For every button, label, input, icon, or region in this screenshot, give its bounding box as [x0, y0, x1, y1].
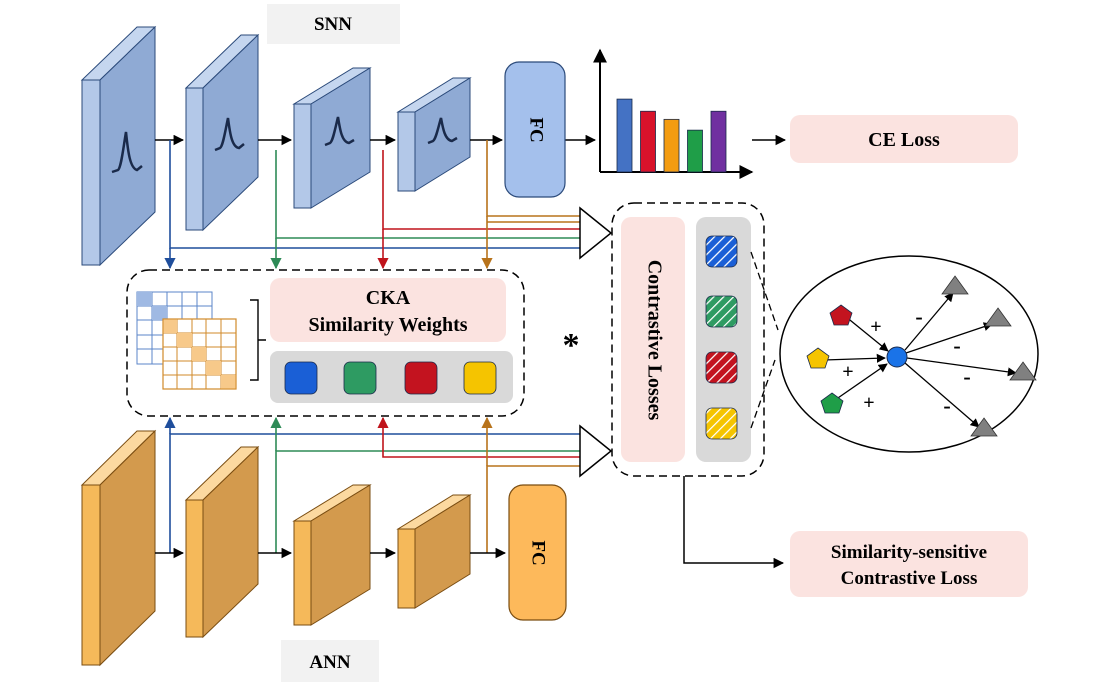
similarity-matrix-icon: [136, 291, 237, 390]
weight-swatch-green: [343, 361, 377, 395]
snn-block-1: [80, 25, 157, 267]
negative-point: [984, 307, 1012, 327]
ann-title: ANN: [281, 640, 379, 682]
loss-swatch-yellow: [705, 407, 738, 440]
chart-bar: [640, 110, 656, 173]
loss-swatch-blue: [705, 235, 738, 268]
snn-block-2: [184, 33, 260, 232]
ce-loss-label: CE Loss: [868, 129, 940, 151]
plus-sign: +: [863, 392, 874, 414]
chart-bar: [663, 118, 680, 173]
chart-bar: [710, 110, 727, 173]
cka-title-box: [270, 278, 506, 342]
ann-block-2: [184, 445, 260, 639]
weight-swatch-blue: [284, 361, 318, 395]
ann-feature-taps: [164, 416, 580, 553]
positive-point-yellow: [806, 347, 830, 369]
snn-fc-box: FC: [504, 61, 566, 198]
anchor-point: [886, 346, 908, 368]
similarity-sensitive-loss-box: Similarity-sensitive Contrastive Loss: [790, 531, 1028, 597]
ann-title-text: ANN: [309, 652, 350, 673]
plus-sign: +: [842, 361, 853, 383]
spike-icon: [214, 117, 245, 152]
positive-point-red: [829, 304, 853, 326]
contrastive-space-ellipse: + + + - - - -: [779, 255, 1039, 453]
loss-swatch-red: [705, 351, 738, 384]
snn-merge-arrowhead: [579, 206, 613, 260]
contrastive-losses-panel: Contrastive Losses: [611, 202, 765, 477]
weight-swatch-red: [404, 361, 438, 395]
plus-sign: +: [870, 316, 881, 338]
ann-block-4: [396, 494, 472, 609]
ann-tap-3: [382, 440, 580, 458]
cka-panel: CKA Similarity Weights: [126, 269, 525, 417]
spike-icon: [427, 117, 458, 145]
ssc-loss-line1: Similarity-sensitive: [831, 542, 987, 563]
weight-swatch-yellow: [463, 361, 497, 395]
zoom-connectors: [750, 251, 779, 429]
loss-swatch-panel: [696, 217, 751, 462]
loss-swatch-green: [705, 295, 738, 328]
ann-fc-label: FC: [528, 540, 549, 565]
negative-point: [941, 275, 969, 295]
negative-point: [1009, 361, 1037, 381]
ann-fc-box: FC: [508, 484, 567, 621]
ce-loss-box: CE Loss: [790, 115, 1018, 163]
matrix-bracket: [250, 299, 266, 381]
negative-point: [970, 417, 998, 437]
minus-sign: -: [953, 333, 960, 358]
cka-title-line1: CKA: [366, 287, 411, 309]
output-arrow: [683, 476, 785, 569]
weights-panel: [270, 351, 513, 403]
cka-title-line2: Similarity Weights: [308, 314, 467, 336]
ann-block-3: [292, 484, 372, 626]
spike-icon: [324, 116, 355, 147]
ssc-loss-line2: Contrastive Loss: [841, 568, 978, 589]
contrastive-losses-label: Contrastive Losses: [643, 260, 665, 421]
ann-block-1: [80, 429, 157, 667]
contrastive-losses-label-box: [621, 217, 685, 462]
snn-block-3: [292, 67, 372, 209]
snn-fc-label: FC: [526, 117, 547, 142]
chart-bar: [687, 129, 703, 173]
multiply-star: *: [563, 327, 580, 364]
snn-title-text: SNN: [314, 14, 352, 35]
snn-feature-taps: [164, 140, 580, 270]
positive-point-green: [820, 392, 844, 414]
minus-sign: -: [943, 393, 950, 418]
ann-merge-arrowhead: [579, 424, 613, 478]
spike-icon: [111, 131, 143, 174]
minus-sign: -: [963, 364, 970, 389]
minus-sign: -: [915, 304, 922, 329]
snn-block-4: [396, 77, 472, 192]
output-bar-chart: [593, 48, 754, 179]
chart-bar: [616, 98, 633, 173]
snn-title: SNN: [267, 4, 400, 44]
